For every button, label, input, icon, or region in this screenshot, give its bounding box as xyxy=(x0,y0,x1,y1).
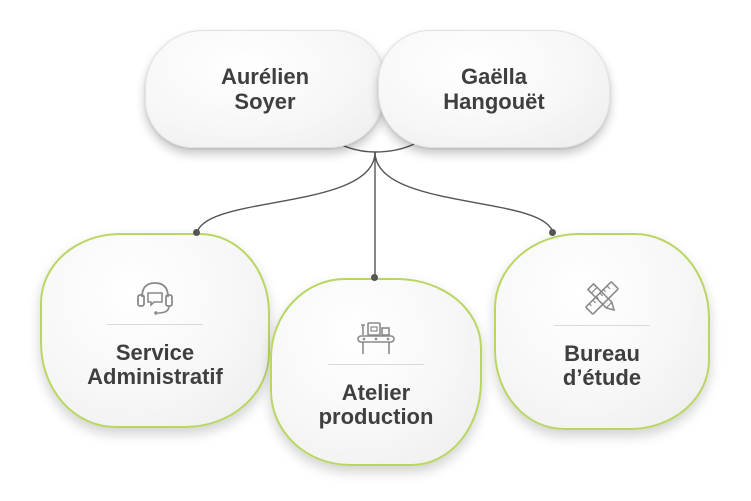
pencil-ruler-icon xyxy=(585,280,619,315)
person-card-aurelien-soyer: Aurélien Soyer xyxy=(145,30,385,148)
headset-icon xyxy=(137,281,173,315)
team-name-line2: d’étude xyxy=(562,364,642,390)
connector-dot-bureau-etude xyxy=(549,229,556,236)
team-card-service-administratif: Service Administratif xyxy=(40,233,270,428)
team-divider xyxy=(328,364,424,365)
team-divider xyxy=(107,323,203,325)
team-name-line2: Administratif xyxy=(87,363,223,389)
team-name-line1: Atelier xyxy=(341,380,411,405)
team-name-line1: Bureau xyxy=(564,340,640,366)
connector-to-service-administratif xyxy=(196,151,376,234)
team-name-line1: Service xyxy=(115,339,195,365)
team-divider xyxy=(554,324,650,326)
machine-conveyor-icon xyxy=(357,322,395,354)
person-first-name: Aurélien xyxy=(220,64,310,89)
team-name-line2: production xyxy=(318,404,434,429)
connector-dot-atelier-production xyxy=(371,274,378,281)
connector-dot-service-administratif xyxy=(193,229,200,236)
person-first-name: Gaëlla xyxy=(460,64,528,89)
person-last-name: Soyer xyxy=(234,89,296,114)
connector-to-bureau-etude xyxy=(374,151,554,234)
person-last-name: Hangouët xyxy=(443,89,545,114)
person-card-gaella-hangouet: Gaëlla Hangouët xyxy=(378,30,610,148)
team-card-bureau-etude: Bureau d’étude xyxy=(494,233,710,430)
team-card-atelier-production: Atelier production xyxy=(270,278,482,466)
